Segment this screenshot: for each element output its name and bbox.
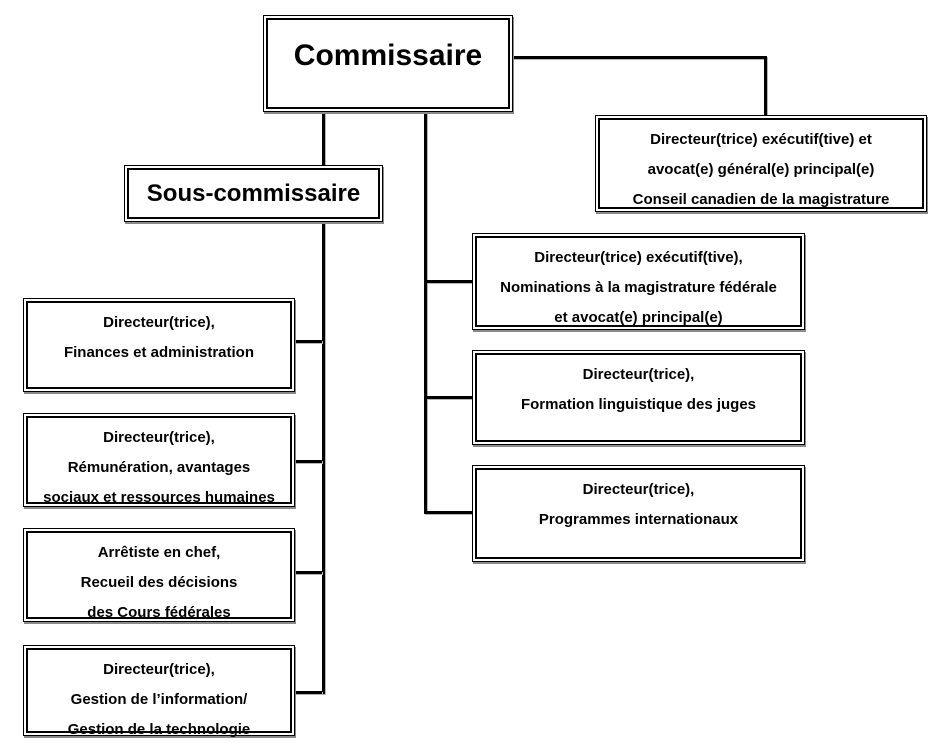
- connector-branch-finances: [294, 340, 322, 343]
- node-line: Directeur(trice),: [582, 481, 695, 498]
- node-line: Sous-commissaire: [146, 179, 361, 207]
- node-line: Conseil canadien de la magistrature: [632, 191, 890, 208]
- node-line: Directeur(trice) exécutif(tive) et: [650, 131, 872, 148]
- org-node-finances: Directeur(trice), Finances et administra…: [23, 298, 295, 392]
- node-line: Recueil des décisions: [80, 574, 238, 591]
- node-line: Formation linguistique des juges: [520, 396, 757, 413]
- connector-branch-programmes: [427, 511, 472, 514]
- org-node-conseil-magistrature: Directeur(trice) exécutif(tive) et avoca…: [595, 115, 927, 212]
- node-line: Directeur(trice) exécutif(tive),: [534, 249, 743, 266]
- node-line: Gestion de la technologie: [67, 721, 251, 738]
- org-node-formation-linguistique: Directeur(trice), Formation linguistique…: [472, 350, 805, 445]
- org-node-remuneration: Directeur(trice), Rémunération, avantage…: [23, 413, 295, 507]
- node-line: Finances et administration: [63, 344, 255, 361]
- node-line: Directeur(trice),: [103, 314, 215, 331]
- connector-commissaire-sous: [322, 111, 325, 165]
- node-line: Programmes internationaux: [538, 511, 739, 528]
- connector-branch-formation: [427, 396, 472, 399]
- org-node-sous-commissaire: Sous-commissaire: [124, 165, 383, 222]
- node-line: sociaux et ressources humaines: [43, 489, 275, 506]
- node-line: Directeur(trice),: [103, 661, 215, 678]
- connector-branch-gestion: [294, 691, 322, 694]
- org-node-nominations: Directeur(trice) exécutif(tive), Nominat…: [472, 233, 805, 330]
- node-line: des Cours fédérales: [87, 604, 231, 621]
- connector-branch-nominations: [427, 280, 472, 283]
- node-line: et avocat(e) principal(e): [554, 309, 723, 326]
- org-node-programmes-internationaux: Directeur(trice), Programmes internation…: [472, 465, 805, 562]
- node-line: Commissaire: [293, 38, 483, 72]
- org-node-commissaire: Commissaire: [263, 15, 513, 112]
- connector-left-spine: [322, 222, 325, 694]
- org-node-gestion-information: Directeur(trice), Gestion de l’informati…: [23, 645, 295, 738]
- node-line: Rémunération, avantages: [67, 459, 251, 476]
- node-line: Nominations à la magistrature fédérale: [500, 279, 777, 296]
- connector-branch-arretiste: [294, 571, 322, 574]
- node-line: Gestion de l’information/: [70, 691, 248, 708]
- node-line: avocat(e) général(e) principal(e): [647, 161, 875, 178]
- connector-commissaire-conseil-horizontal: [513, 56, 765, 59]
- node-line: Directeur(trice),: [103, 429, 215, 446]
- connector-right-spine: [424, 111, 427, 514]
- node-line: Directeur(trice),: [582, 366, 695, 383]
- connector-commissaire-conseil-vertical: [764, 56, 767, 115]
- connector-branch-remuneration: [294, 460, 322, 463]
- org-node-arretiste: Arrêtiste en chef, Recueil des décisions…: [23, 528, 295, 622]
- node-line: Arrêtiste en chef,: [97, 544, 221, 561]
